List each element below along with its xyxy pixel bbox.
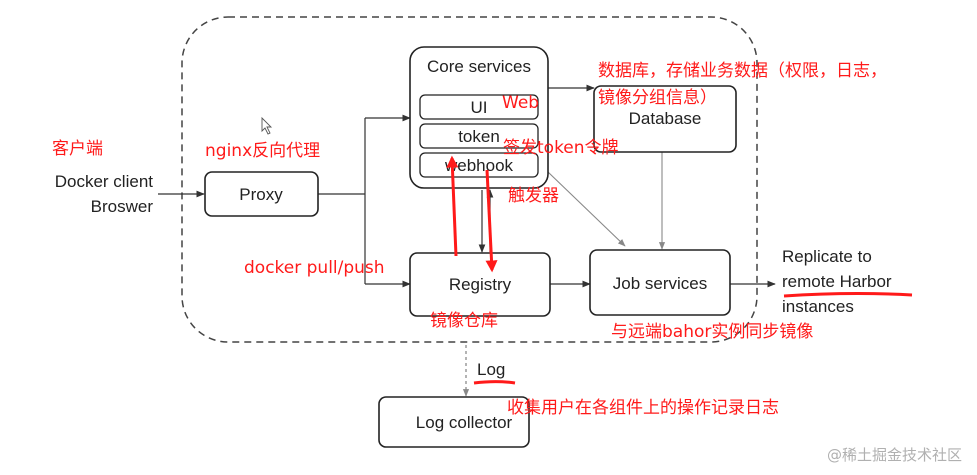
annotation-docker-pull-push: docker pull/push <box>244 258 385 278</box>
mouse-cursor-icon <box>261 116 273 135</box>
job-services-label: Job services <box>613 274 707 293</box>
ui-label: UI <box>471 98 488 117</box>
red-arrow-down-to-registry <box>485 169 498 273</box>
database-label: Database <box>629 109 702 128</box>
registry-box <box>409 252 551 317</box>
token-label: token <box>458 127 500 146</box>
webhook-label: webhook <box>444 156 514 175</box>
annotation-registry: 镜像仓库 <box>430 311 498 331</box>
replicate-label-line2: remote Harbor <box>782 272 892 291</box>
annotation-token: 签发token令牌 <box>503 138 619 158</box>
log-label: Log <box>477 360 505 379</box>
annotation-job-services: 与远端bahor实例同步镜像 <box>611 322 813 342</box>
annotation-webhook: 触发器 <box>508 186 559 206</box>
token-box <box>419 123 539 149</box>
replicate-label-line3: instances <box>782 297 854 316</box>
core-services-label: Core services <box>427 57 531 76</box>
client-label-line1: Docker client <box>55 172 154 191</box>
annotation-log: 收集用户在各组件上的操作记录日志 <box>507 398 779 418</box>
log-collector-box <box>378 396 530 448</box>
client-label-line2: Broswer <box>91 197 154 216</box>
annotation-database-line2: 镜像分组信息） <box>598 88 717 108</box>
annotation-database-line1: 数据库，存储业务数据（权限，日志， <box>598 61 887 81</box>
registry-label: Registry <box>449 275 512 294</box>
database-box <box>593 85 737 153</box>
red-arrow-up-to-token <box>446 155 459 257</box>
red-underline-log <box>473 380 516 385</box>
harbor-boundary <box>181 16 758 343</box>
red-underline-remote-harbor <box>783 292 913 298</box>
arrow-core-to-job <box>547 171 626 247</box>
annotation-client: 客户端 <box>52 139 103 159</box>
annotation-web: Web <box>502 93 539 113</box>
replicate-label-line1: Replicate to <box>782 247 872 266</box>
log-collector-label: Log collector <box>416 413 513 432</box>
proxy-label: Proxy <box>239 185 283 204</box>
job-services-box <box>589 249 731 316</box>
proxy-box <box>204 171 319 217</box>
ui-box <box>419 94 539 120</box>
watermark: @稀土掘金技术社区 <box>827 446 962 464</box>
annotation-proxy: nginx反向代理 <box>205 141 320 161</box>
